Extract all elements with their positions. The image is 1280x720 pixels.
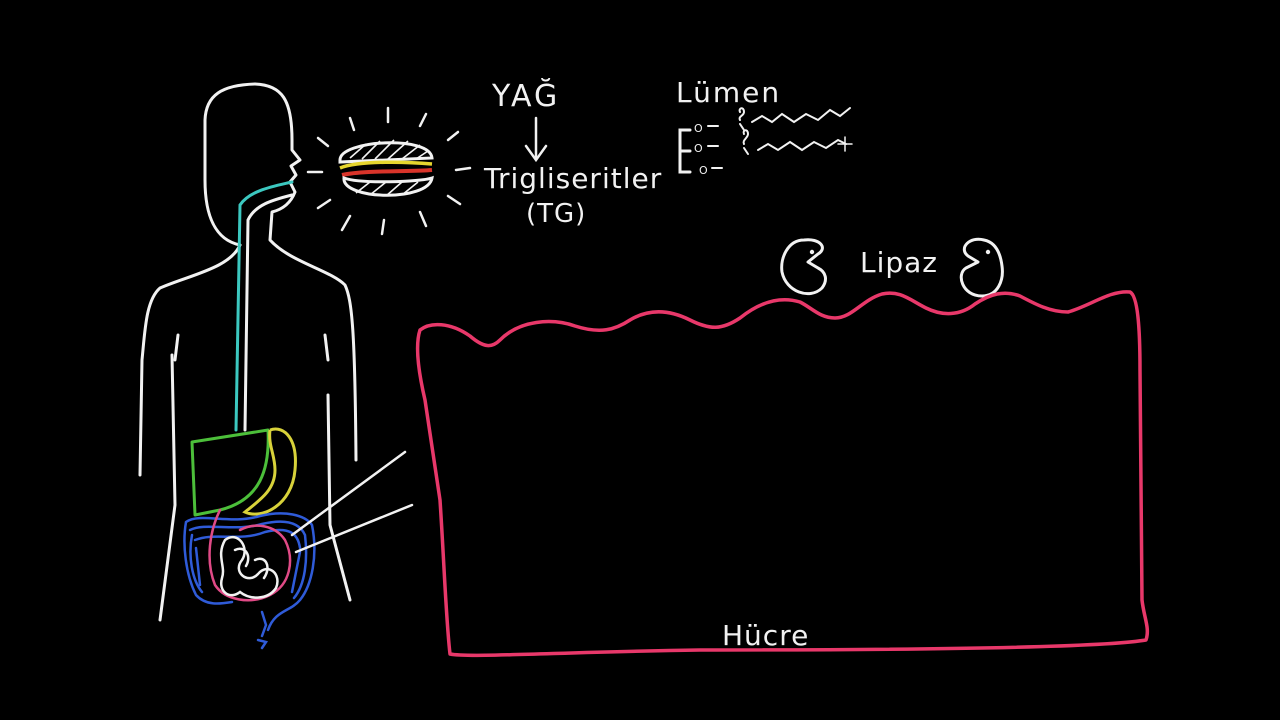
stomach-icon (242, 427, 297, 516)
lipase-enzyme-icon (959, 237, 1004, 298)
tg-abbrev-label: (TG) (526, 199, 586, 229)
small-intestine-icon (208, 508, 292, 602)
svg-text:O: O (699, 164, 708, 177)
triglycerides-label: Trigliseritler (483, 162, 662, 195)
down-arrow-icon (524, 116, 548, 163)
svg-text:O: O (694, 122, 703, 135)
burger-icon (306, 106, 472, 236)
fat-label: YAĞ (491, 77, 560, 114)
cell-membrane (415, 290, 1150, 658)
lumen-label: Lümen (676, 76, 781, 109)
esophagus-icon (234, 180, 294, 432)
pointer-lines (290, 450, 414, 554)
lipase-enzyme-icon (780, 238, 827, 295)
large-intestine-icon (183, 512, 316, 650)
svg-text:O: O (694, 142, 703, 155)
triglyceride-molecule-icon: O O O (678, 107, 853, 177)
lipase-label: Lipaz (860, 246, 938, 279)
person-outline-icon (138, 82, 358, 622)
cell-label: Hücre (722, 619, 809, 652)
